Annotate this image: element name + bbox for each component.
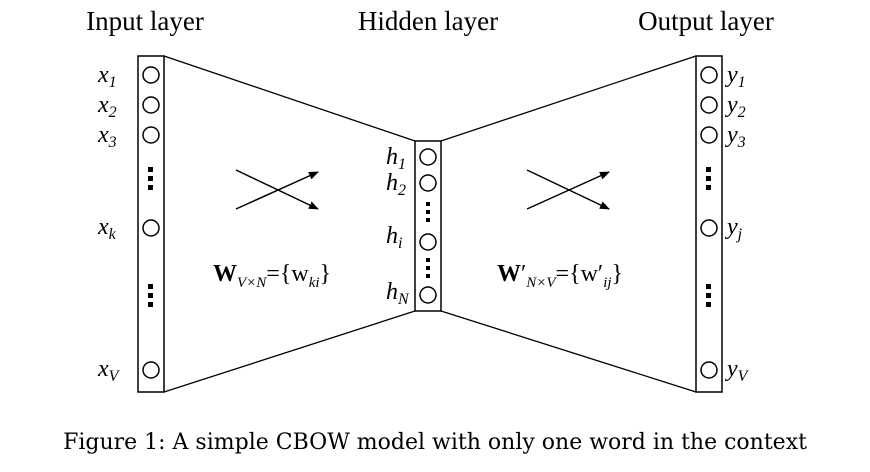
output-label-y2: y2 (725, 92, 746, 121)
hidden-layer-box (414, 140, 442, 312)
hidden-ellipsis (426, 202, 430, 278)
hidden-label-hN: hN (386, 279, 410, 308)
input-node (142, 361, 160, 379)
output-node (700, 126, 718, 144)
hidden-node (419, 233, 437, 251)
arrow-icon (235, 169, 319, 210)
input-node (142, 96, 160, 114)
input-ellipsis (148, 167, 153, 307)
input-node (142, 126, 160, 144)
connection-line (440, 55, 697, 142)
cross-arrows-right (526, 169, 610, 210)
input-layer-title: Input layer (86, 6, 204, 36)
hidden-label-hi: hi (386, 223, 402, 252)
output-layer-title: Output layer (638, 6, 774, 36)
arrow-icon (526, 171, 610, 210)
input-label-xk: xk (97, 214, 117, 243)
input-node (142, 219, 160, 237)
hidden-nodes (419, 148, 437, 304)
input-node (142, 66, 160, 84)
weight-label-input-hidden: WV×N={wki} (213, 261, 331, 291)
figure-caption: Figure 1: A simple CBOW model with only … (63, 430, 807, 455)
connection-line (440, 310, 697, 393)
cross-arrows-left (235, 169, 319, 210)
output-node (700, 361, 718, 379)
input-label-x1: x1 (97, 62, 117, 91)
output-node (700, 219, 718, 237)
hidden-label-h2: h2 (386, 170, 406, 199)
cbow-diagram: Input layer Hidden layer Output layer x1… (86, 6, 774, 393)
input-label-x3: x3 (97, 122, 117, 151)
output-label-yV: yV (725, 356, 750, 385)
connection-lines (163, 55, 697, 393)
weight-label-hidden-output: W′N×V={w′ij} (497, 261, 623, 291)
output-label-y3: y3 (725, 122, 746, 151)
hidden-label-h1: h1 (386, 144, 406, 173)
output-nodes (700, 66, 718, 379)
output-node (700, 66, 718, 84)
input-label-xV: xV (97, 356, 121, 385)
output-label-yj: yj (725, 214, 743, 243)
input-label-x2: x2 (97, 92, 117, 121)
output-label-y1: y1 (725, 62, 746, 91)
connection-line (163, 310, 416, 393)
input-nodes (142, 66, 160, 379)
hidden-node (419, 286, 437, 304)
output-node (700, 96, 718, 114)
connection-line (163, 55, 416, 142)
arrow-icon (235, 171, 319, 210)
output-ellipsis (706, 167, 711, 307)
hidden-node (419, 174, 437, 192)
arrow-icon (526, 169, 610, 210)
hidden-node (419, 148, 437, 166)
hidden-layer-title: Hidden layer (358, 6, 498, 36)
